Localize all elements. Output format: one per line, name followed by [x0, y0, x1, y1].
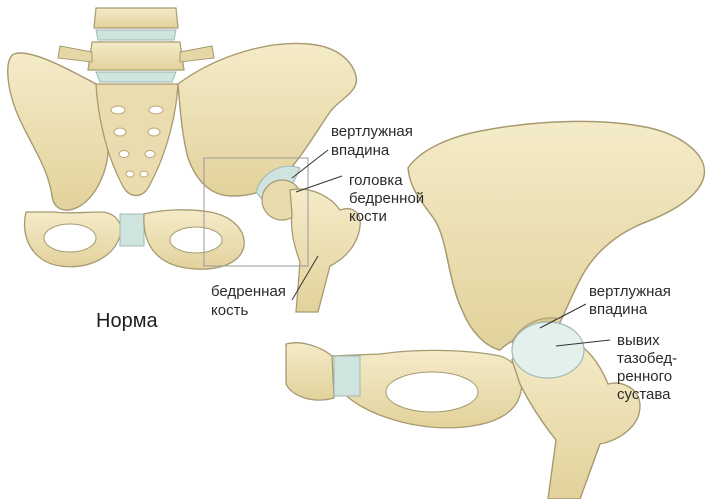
sacrum: [96, 84, 178, 196]
leader-femoral-head: [296, 176, 342, 192]
dislocated-femoral-head: [512, 322, 584, 378]
label-normal-acetabulum: вертлужная впадина: [331, 123, 417, 159]
label-normal-caption: Норма: [96, 310, 158, 332]
lumbar-spine: [58, 8, 214, 82]
enlarged-obturator-foramen: [386, 372, 478, 412]
right-obturator-foramen: [170, 227, 222, 253]
left-obturator-foramen: [44, 224, 96, 252]
label-dislocated-acetabulum: вертлужная впадина: [589, 283, 675, 318]
normal-pelvis: [8, 8, 361, 312]
enlarged-ilium: [408, 121, 704, 350]
label-dislocation: вывих тазобед- ренного сустава: [617, 332, 681, 403]
right-iliac-wing: [178, 43, 356, 196]
label-femur: бедренная кость: [211, 283, 290, 319]
pubic-symphysis: [120, 214, 144, 246]
left-iliac-wing: [8, 53, 108, 210]
enlarged-pubic-symphysis: [334, 356, 360, 396]
enlarged-left-pubis: [286, 343, 334, 400]
